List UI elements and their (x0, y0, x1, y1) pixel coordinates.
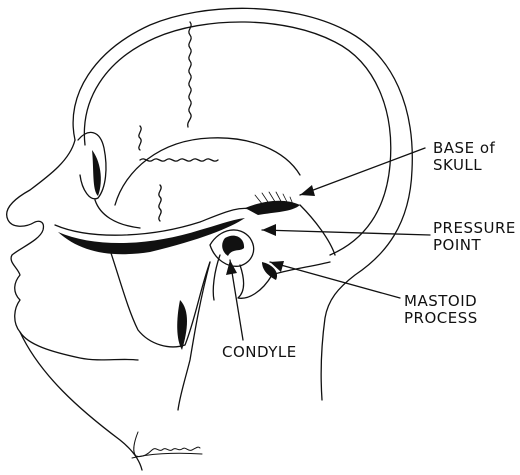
condyle-shape (222, 235, 245, 256)
zygomatic-arch (54, 207, 256, 236)
ear-canal (209, 229, 255, 267)
label-condyle-line1: CONDYLE (222, 343, 297, 361)
label-pressure-point-line2: POINT (433, 236, 482, 254)
mandible (109, 249, 211, 348)
eye-orbit (77, 131, 107, 200)
neck-front (19, 331, 143, 471)
squamous-suture (139, 158, 219, 162)
label-base-of-skull-line1: BASE of (433, 139, 496, 157)
face-profile (6, 139, 139, 361)
pressure-point-arrowhead (262, 224, 276, 236)
condyle-neck (212, 254, 221, 301)
condyle-arrowhead (226, 260, 237, 275)
skull-base-hatching (254, 191, 295, 208)
mastoid-process-arrowhead (270, 261, 284, 272)
temporal-line (114, 137, 301, 206)
base-of-skull-arrow (299, 147, 426, 196)
skull-vault (83, 21, 392, 256)
mandible-ramus (177, 261, 211, 411)
jaw-shadow (177, 300, 187, 350)
upper-suture (138, 125, 142, 151)
zygomatic-shadow (58, 218, 245, 255)
label-mastoid-process: MASTOID PROCESS (404, 293, 478, 327)
skull-base-shading (245, 200, 300, 215)
head-outline (72, 7, 413, 401)
pressure-point-arrow (261, 229, 431, 236)
nasal-line (94, 199, 141, 229)
eye-orbit-shade (92, 150, 101, 196)
label-mastoid-process-line1: MASTOID (404, 292, 478, 310)
occipital-edge (299, 204, 336, 256)
label-pressure-point: PRESSURE POINT (433, 220, 516, 254)
base-of-skull-arrowhead (300, 185, 315, 196)
coronal-suture (187, 21, 192, 128)
lower-suture (158, 184, 162, 222)
label-condyle: CONDYLE (222, 344, 297, 361)
label-base-of-skull-line2: SKULL (433, 156, 483, 174)
label-base-of-skull: BASE of SKULL (433, 140, 495, 174)
artist-signature (131, 431, 203, 459)
mastoid-process-arrow (269, 261, 401, 299)
mastoid-process (237, 261, 331, 299)
label-pressure-point-line1: PRESSURE (433, 219, 516, 237)
mastoid-shadow (262, 262, 278, 280)
label-mastoid-process-line2: PROCESS (404, 309, 478, 327)
